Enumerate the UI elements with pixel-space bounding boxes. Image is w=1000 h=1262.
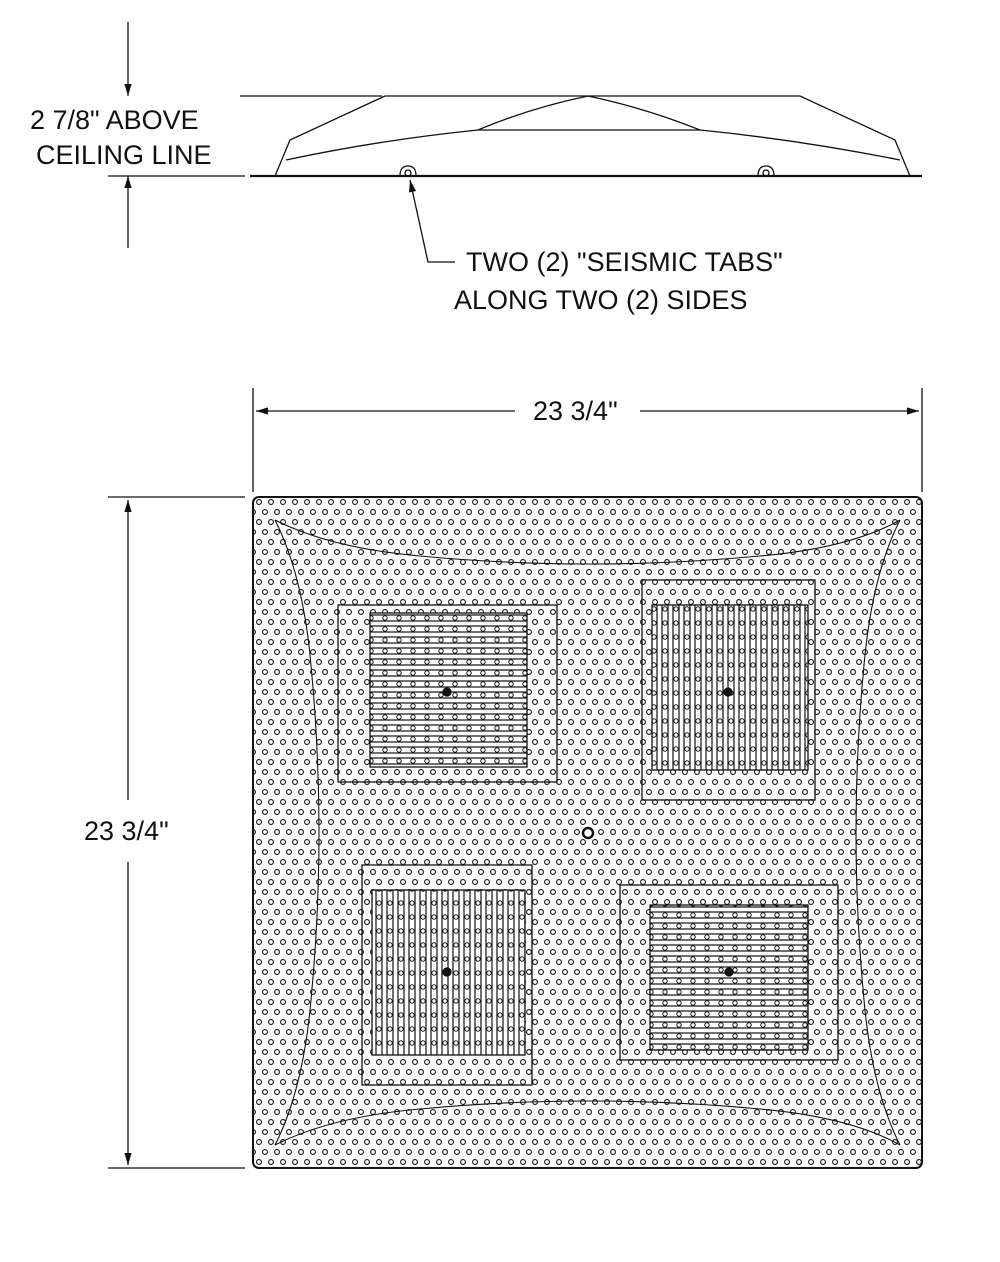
diffuser-dome-center — [477, 95, 701, 131]
plan-height-label: 23 3/4" — [84, 816, 169, 846]
louver-grille-vertical — [651, 604, 809, 771]
center-screw-hole — [581, 826, 595, 840]
louver-grille-horizontal — [649, 904, 809, 1051]
side-view — [108, 22, 922, 263]
height-label-line2: CEILING LINE — [36, 140, 212, 170]
plan-view — [108, 388, 923, 1169]
seismic-tabs-callout-line1: TWO (2) "SEISMIC TABS" — [466, 247, 783, 277]
panel-pattern-curves — [274, 519, 901, 1146]
register-top-right — [641, 579, 816, 801]
diffuser-dome-inner-curve — [285, 129, 901, 161]
callout-leader — [409, 179, 455, 263]
plan-width-label: 23 3/4" — [533, 396, 618, 426]
seismic-tab-left — [399, 165, 417, 177]
register-bottom-right — [619, 884, 839, 1061]
diffuser-dome-outline — [274, 95, 911, 177]
register-top-left — [337, 604, 558, 783]
height-label-line1: 2 7/8" ABOVE — [30, 105, 199, 135]
seismic-tab-right — [757, 165, 775, 177]
register-bottom-left — [361, 864, 533, 1086]
seismic-tabs-callout-line2: ALONG TWO (2) SIDES — [454, 285, 748, 315]
